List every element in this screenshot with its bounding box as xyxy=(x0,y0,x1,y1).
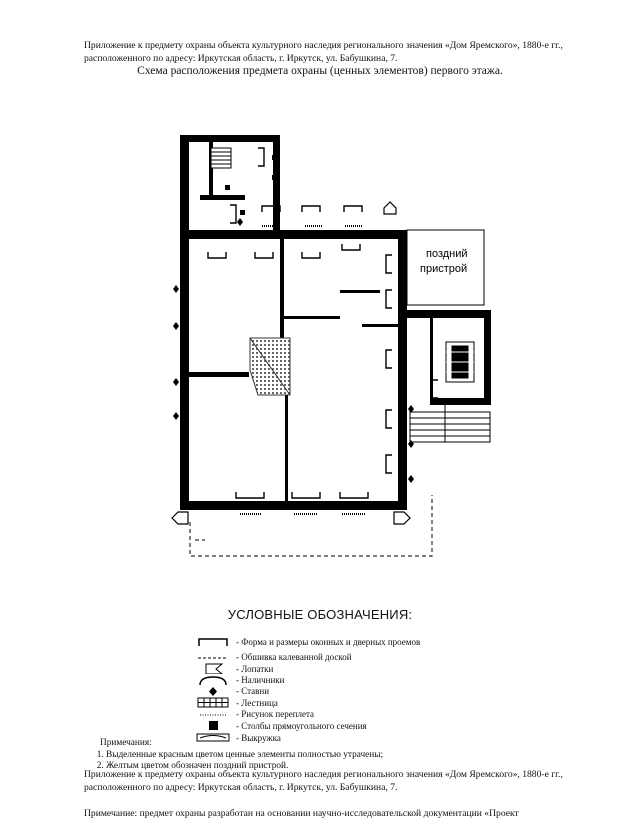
notes-heading: Примечания: xyxy=(100,738,152,748)
annex-label: поздний xyxy=(426,248,468,260)
note-item: Выделенные красным цветом ценные элемент… xyxy=(106,750,383,762)
pilaster-icons xyxy=(171,201,411,525)
pilaster-icon xyxy=(205,663,224,674)
right-wing xyxy=(398,310,491,405)
shutter-icon xyxy=(209,687,217,696)
legend-item: - Ставни xyxy=(236,686,270,696)
legend-title: УСЛОВНЫЕ ОБОЗНАЧЕНИЯ: xyxy=(227,607,413,622)
pillar-icons xyxy=(225,155,277,215)
exterior-walls xyxy=(180,135,407,510)
footer-text: Приложение к предмету охраны объекта кул… xyxy=(84,769,563,793)
floor-plan: поздний пристрой xyxy=(171,135,491,557)
legend-item: - Обшивка калевaнной доской xyxy=(236,652,352,662)
note-item: Желтым цветом обозначен поздний пристрой… xyxy=(106,761,383,773)
pillar-icon xyxy=(209,721,218,730)
legend-item: - Столбы прямоугольного сечения xyxy=(236,721,367,731)
central-stair-icon xyxy=(249,337,291,396)
right-stair-icon xyxy=(445,341,475,383)
late-annex xyxy=(406,229,485,306)
dashed-boundary xyxy=(189,495,433,557)
fillet-icon xyxy=(196,733,230,742)
dashed-line-icon xyxy=(198,657,228,659)
stair-icon xyxy=(197,697,229,708)
annex-label: пристрой xyxy=(420,263,467,275)
notes-block: Примечания: Выделенные красным цветом це… xyxy=(84,738,383,773)
header-text: Приложение к предмету охраны объекта кул… xyxy=(84,40,563,64)
window-bracket-icons xyxy=(180,147,438,499)
legend-item: - Форма и размеры оконных и дверных прое… xyxy=(236,637,421,647)
legend-item: - Наличники xyxy=(236,675,285,685)
legend-item: - Лопатки xyxy=(236,664,274,674)
sash-pattern xyxy=(240,225,440,515)
interior-walls xyxy=(189,142,398,501)
footer-note: Примечание: предмет охраны разработан на… xyxy=(84,808,519,819)
shutter-icons xyxy=(173,218,414,483)
porch-steps xyxy=(409,405,491,443)
page-title: Схема расположения предмета охраны (ценн… xyxy=(137,65,503,77)
legend-item: - Рисунок переплета xyxy=(236,709,315,719)
opening-bracket-icon xyxy=(198,638,228,646)
dotted-line-icon xyxy=(200,714,226,716)
casing-icon xyxy=(199,676,227,686)
legend-item: - Выкружка xyxy=(236,733,281,743)
stair-icon xyxy=(210,147,232,169)
legend-item: - Лестница xyxy=(236,698,278,708)
